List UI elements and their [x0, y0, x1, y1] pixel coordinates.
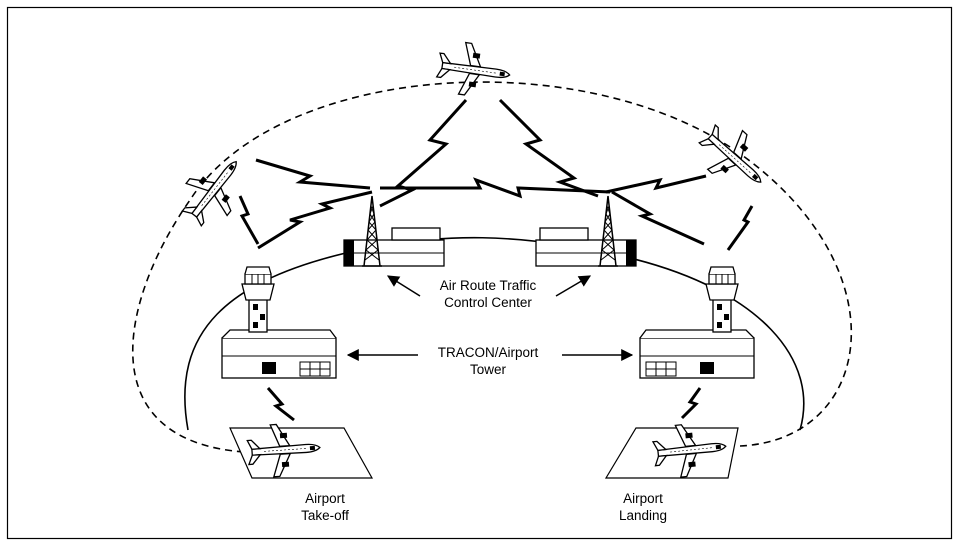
tracon-building-right: [639, 329, 755, 379]
label-takeoff-line2: Take-off: [301, 508, 349, 523]
tracon-building-left: [221, 329, 337, 379]
label-tracon-line1: TRACON/Airport: [438, 345, 539, 360]
control-tower-icon: [705, 266, 739, 333]
artcc-building-left: [343, 227, 445, 267]
label-tracon-line2: Tower: [470, 362, 507, 377]
label-artcc-line2: Control Center: [444, 295, 532, 310]
label-landing-line2: Landing: [619, 508, 667, 523]
label-artcc-line1: Air Route Traffic: [440, 278, 537, 293]
label-landing-line1: Airport: [623, 491, 663, 506]
lightning-link-icon: [238, 98, 754, 422]
artcc-building-right: [535, 227, 637, 267]
airplane-icon: [434, 38, 514, 102]
arrow-to-artcc-left: [386, 275, 421, 297]
ground-network-link: [184, 236, 805, 431]
control-tower-icon: [241, 266, 275, 333]
flight-path: [131, 81, 853, 453]
arrow-to-artcc-right: [555, 275, 592, 297]
label-takeoff-line1: Airport: [305, 491, 345, 506]
frame-border: [6, 6, 953, 540]
airplane-icon: [689, 113, 779, 203]
